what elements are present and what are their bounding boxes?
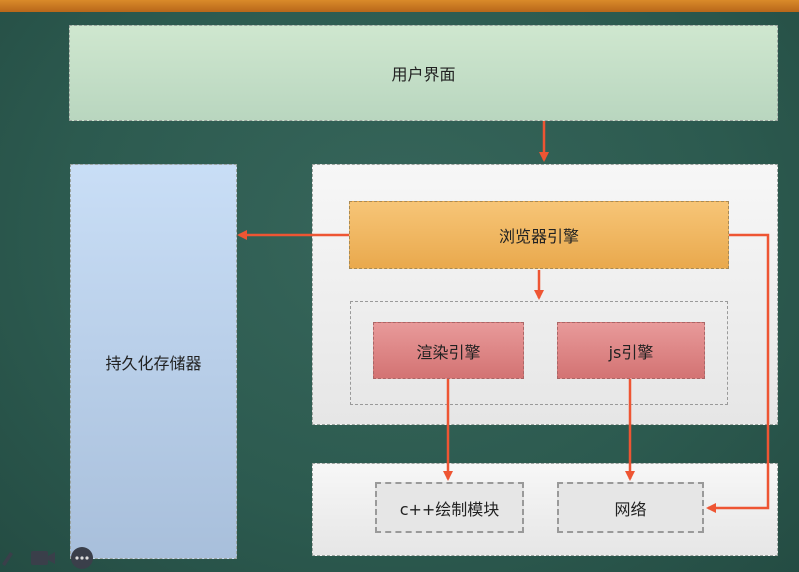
browser-engine-label: 浏览器引擎 <box>498 227 579 246</box>
more-icon[interactable] <box>70 546 94 570</box>
cpp-render-module-label: c++绘制模块 <box>399 499 500 519</box>
camera-icon[interactable] <box>30 549 56 567</box>
render-engine-label: 渲染引擎 <box>416 342 481 362</box>
cpp-render-module-box: c++绘制模块 <box>375 482 524 533</box>
network-box: 网络 <box>557 482 704 533</box>
user-interface-label: 用户界面 <box>391 65 456 84</box>
board-frame-top <box>0 0 799 12</box>
render-engine-box: 渲染引擎 <box>373 322 524 379</box>
js-engine-box: js引擎 <box>557 322 705 379</box>
network-label: 网络 <box>614 499 647 519</box>
user-interface-box: 用户界面 <box>69 25 778 121</box>
pencil-icon[interactable] <box>0 546 14 566</box>
js-engine-label: js引擎 <box>608 342 654 362</box>
browser-engine-box: 浏览器引擎 <box>349 201 729 269</box>
persistent-storage-box: 持久化存储器 <box>70 164 237 559</box>
persistent-storage-label: 持久化存储器 <box>105 353 202 373</box>
